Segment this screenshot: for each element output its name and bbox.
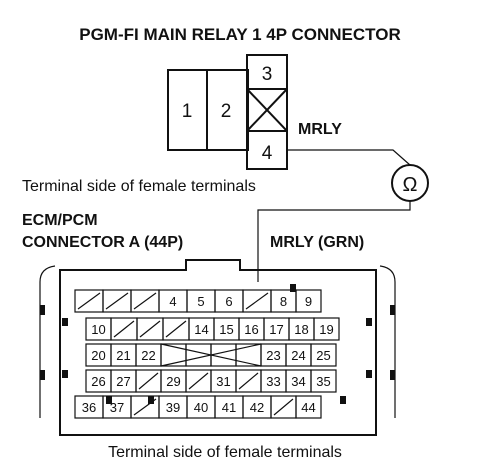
unused-terminal-mark xyxy=(139,320,161,338)
mrly-label: MRLY xyxy=(298,121,342,138)
ecm-terminal-23: 23 xyxy=(266,348,280,363)
ecm-cell xyxy=(310,369,337,393)
ecm-terminal-36: 36 xyxy=(82,400,96,415)
ecm-terminal-37: 37 xyxy=(110,400,124,415)
ecm-terminal-6: 6 xyxy=(225,294,232,309)
ecm-terminal-8: 8 xyxy=(280,294,287,309)
unused-terminal-mark xyxy=(113,320,135,338)
ecm-cell xyxy=(310,343,337,367)
relay-terminal-side-label: Terminal side of female terminals xyxy=(22,178,256,195)
ecm-terminal-39: 39 xyxy=(166,400,180,415)
ecm-terminal-20: 20 xyxy=(91,348,105,363)
ecm-terminal-24: 24 xyxy=(291,348,305,363)
unused-terminal-mark xyxy=(238,372,259,390)
ecm-terminal-33: 33 xyxy=(266,374,280,389)
ecm-label-line2: CONNECTOR A (44P) xyxy=(22,234,183,251)
ecm-terminal-34: 34 xyxy=(291,374,305,389)
ecm-terminal-16: 16 xyxy=(244,322,258,337)
ecm-terminal-17: 17 xyxy=(269,322,283,337)
ecm-terminal-21: 21 xyxy=(116,348,130,363)
ecm-terminal-29: 29 xyxy=(166,374,180,389)
unused-terminal-mark xyxy=(133,292,157,310)
ecm-terminal-42: 42 xyxy=(250,400,264,415)
unused-terminal-mark xyxy=(105,292,129,310)
ecm-terminal-15: 15 xyxy=(219,322,233,337)
ecm-connector-housing xyxy=(39,259,396,436)
ecm-terminal-19: 19 xyxy=(319,322,333,337)
ecm-terminal-41: 41 xyxy=(222,400,236,415)
ecm-terminal-22: 22 xyxy=(141,348,155,363)
blocked-cavity-mark xyxy=(160,343,262,367)
ecm-terminal-25: 25 xyxy=(316,348,330,363)
mrly-grn-label: MRLY (GRN) xyxy=(270,234,364,251)
ecm-cell xyxy=(295,289,322,313)
relay-pin-2: 2 xyxy=(221,101,232,122)
ecm-terminal-18: 18 xyxy=(294,322,308,337)
ecm-terminal-31: 31 xyxy=(216,374,230,389)
ecm-cell xyxy=(185,343,212,367)
unused-terminal-mark xyxy=(165,320,187,338)
ecm-terminal-27: 27 xyxy=(116,374,130,389)
unused-terminal-mark xyxy=(245,292,269,310)
ecm-cell xyxy=(313,317,340,341)
relay-connector: 1 2 3 4 xyxy=(167,54,288,170)
diagram-title: PGM-FI MAIN RELAY 1 4P CONNECTOR xyxy=(79,25,400,44)
ecm-cell xyxy=(295,395,322,419)
ecm-cell xyxy=(210,343,237,367)
ecm-terminal-35: 35 xyxy=(316,374,330,389)
ecm-terminal-14: 14 xyxy=(194,322,208,337)
ohmmeter-icon: Ω xyxy=(391,164,429,202)
ecm-terminal-5: 5 xyxy=(197,294,204,309)
ecm-terminal-9: 9 xyxy=(305,294,312,309)
ecm-terminal-grid: 4 5 6 8 9 10 14 15 16 17 18 19 20 21 22 23 24 25 26 27 29 31 3… xyxy=(74,289,340,419)
test-wiring xyxy=(257,149,411,282)
unused-terminal-mark xyxy=(138,372,159,390)
relay-pin-3: 3 xyxy=(262,64,273,85)
svg-text:Ω: Ω xyxy=(403,174,418,196)
ecm-label-line1: ECM/PCM xyxy=(22,212,98,229)
ecm-terminal-44: 44 xyxy=(301,400,315,415)
unused-terminal-mark xyxy=(273,398,294,416)
unused-terminal-mark xyxy=(133,398,157,416)
unused-terminal-mark xyxy=(188,372,209,390)
unused-terminal-mark xyxy=(77,292,101,310)
ecm-terminal-40: 40 xyxy=(194,400,208,415)
ecm-terminal-side-label: Terminal side of female terminals xyxy=(108,444,342,461)
relay-pin-1: 1 xyxy=(182,101,193,122)
ecm-terminal-26: 26 xyxy=(91,374,105,389)
ecm-terminal-4: 4 xyxy=(169,294,176,309)
ecm-terminal-10: 10 xyxy=(91,322,105,337)
relay-pin-4: 4 xyxy=(262,143,273,164)
